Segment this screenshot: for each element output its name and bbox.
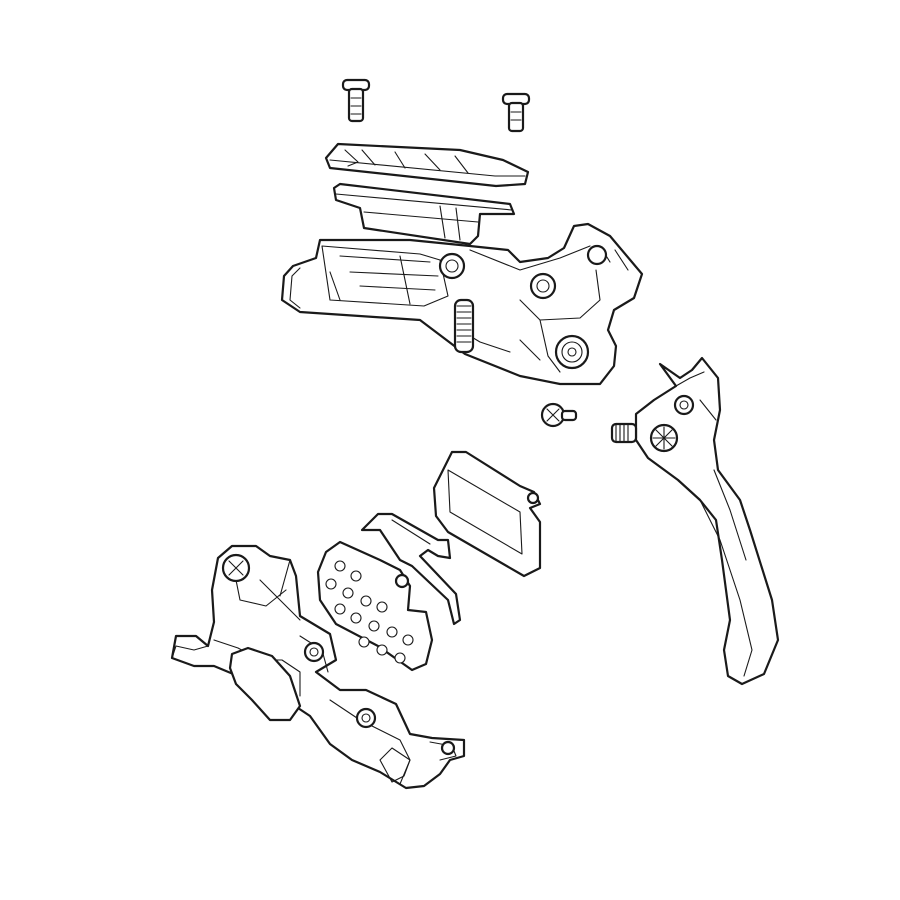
reservoir-diaphragm	[332, 182, 516, 246]
brake-lever-blade	[610, 356, 780, 686]
brake-pad-front	[316, 540, 434, 672]
brake-caliper	[170, 544, 466, 790]
lever-pivot-bolt	[540, 402, 578, 428]
reservoir-cap-screw-left	[341, 78, 371, 123]
master-cylinder-body	[280, 222, 644, 386]
brake-pad-rear	[432, 450, 542, 578]
reservoir-cap-screw-right	[501, 92, 531, 133]
reservoir-cap	[324, 142, 530, 188]
pad-spring-clip	[360, 512, 462, 626]
